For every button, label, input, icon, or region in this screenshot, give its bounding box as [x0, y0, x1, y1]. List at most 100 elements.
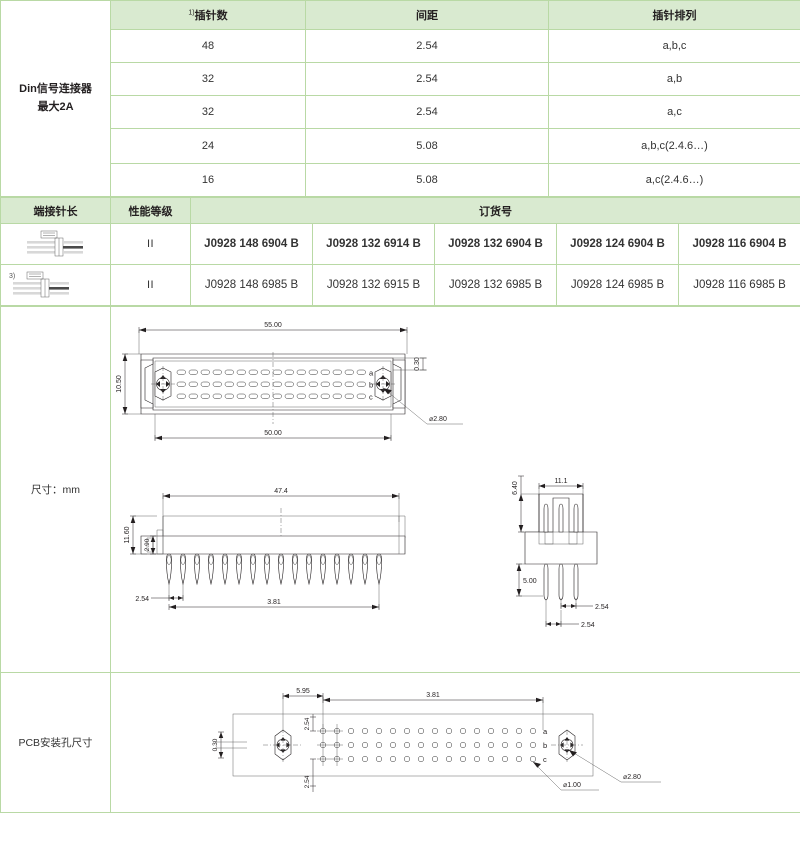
table-row: 32 2.54 a,b — [1, 62, 800, 96]
dimension-drawings-table: 尺寸：mm 55.00 — [0, 306, 800, 813]
spec-arrangement: a,b — [548, 62, 800, 96]
order-number: J0928 148 6985 B — [190, 264, 313, 306]
svg-text:2.90: 2.90 — [144, 538, 151, 551]
order-table: 端接针长 性能等级 订货号 — [0, 197, 800, 306]
spec-header-arrangement: 插针排列 — [548, 0, 800, 30]
table-row: 32 2.54 a,c — [1, 95, 800, 129]
spec-arrangement: a,c(2.4.6…) — [548, 163, 800, 197]
pin-row-a — [176, 369, 366, 375]
svg-text:3.81: 3.81 — [426, 692, 440, 699]
pcb-section: PCB安装孔尺寸 5.95 — [0, 672, 800, 813]
spec-pins: 32 — [110, 62, 306, 96]
spec-pins: 16 — [110, 163, 306, 197]
order-number: J0928 124 6904 B — [556, 223, 679, 265]
svg-text:2.54: 2.54 — [595, 604, 609, 611]
top-view-drawing: 55.00 — [116, 322, 463, 441]
spec-table: Din信号连接器 最大2A 1)插针数 间距 插针排列 48 2.54 a,b,… — [0, 0, 800, 197]
pcb-label: PCB安装孔尺寸 — [0, 672, 111, 813]
order-number: J0928 116 6985 B — [677, 264, 800, 306]
svg-text:2.54: 2.54 — [135, 596, 149, 603]
spec-row-label: Din信号连接器 最大2A — [0, 0, 111, 197]
pin-length-cell — [0, 223, 111, 265]
pcb-row-letter-c: c — [543, 755, 547, 764]
svg-text:2.54: 2.54 — [304, 717, 311, 730]
dimensions-section: 尺寸：mm 55.00 — [0, 306, 800, 673]
pin-length-cell: 3) — [0, 264, 111, 306]
svg-text:50.00: 50.00 — [264, 430, 282, 437]
svg-text:5.00: 5.00 — [523, 578, 537, 585]
svg-text:5.95: 5.95 — [296, 688, 310, 695]
table-row: 16 5.08 a,c(2.4.6…) — [1, 163, 800, 197]
svg-text:3.81: 3.81 — [267, 599, 281, 606]
spec-pins: 48 — [110, 29, 306, 63]
pin-length-schematic-icon — [1, 228, 110, 260]
spec-row-label-line2: 最大2A — [37, 100, 74, 113]
table-row: 48 2.54 a,b,c — [1, 29, 800, 63]
footnote-marker-1: 1) — [188, 9, 195, 17]
pcb-drawing: 5.95 3.81 — [110, 672, 800, 813]
spec-pins: 32 — [110, 95, 306, 129]
order-header-row: 端接针长 性能等级 订货号 — [0, 197, 800, 224]
performance-grade: II — [110, 223, 191, 265]
pad-dia-callout: ⌀1.00 — [563, 782, 581, 789]
pin-row-b — [176, 381, 366, 387]
pin-row-c — [176, 393, 366, 399]
order-number: J0928 132 6915 B — [312, 264, 435, 306]
svg-text:47.4: 47.4 — [274, 488, 288, 495]
pcb-pad-row-a — [319, 727, 537, 734]
order-header-order-no: 订货号 — [189, 197, 800, 224]
svg-text:6.40: 6.40 — [512, 481, 519, 495]
spec-pitch: 2.54 — [305, 95, 549, 129]
spec-header-pitch: 间距 — [305, 0, 549, 30]
footnote-marker-3: 3) — [9, 273, 16, 280]
side-view-pins — [166, 553, 382, 585]
row-letter-c: c — [369, 392, 373, 401]
spec-pitch: 2.54 — [305, 62, 549, 96]
svg-text:2.54: 2.54 — [304, 775, 311, 788]
spec-pitch: 5.08 — [305, 163, 549, 197]
pcb-pad-row-b — [319, 741, 537, 748]
spec-pins: 24 — [110, 128, 306, 164]
spec-arrangement: a,c — [548, 95, 800, 129]
svg-text:10.50: 10.50 — [116, 375, 123, 393]
spec-header-row: Din信号连接器 最大2A 1)插针数 间距 插针排列 — [0, 0, 800, 197]
row-letter-a: a — [369, 368, 374, 377]
order-number: J0928 132 6904 B — [434, 223, 557, 265]
mount-dia-callout: ⌀2.80 — [623, 774, 641, 781]
hole-dia-callout: ⌀2.80 — [429, 416, 447, 423]
pin-length-schematic-icon — [1, 269, 110, 301]
svg-text:11.60: 11.60 — [124, 526, 131, 543]
side-view-drawing: 47.4 — [124, 488, 406, 610]
pcb-row-letter-b: b — [543, 741, 547, 750]
spec-arrangement: a,b,c(2.4.6…) — [548, 128, 800, 164]
svg-text:2.54: 2.54 — [581, 622, 595, 629]
spec-arrangement: a,b,c — [548, 29, 800, 63]
order-number: J0928 124 6985 B — [556, 264, 679, 306]
spec-header-pins-label: 插针数 — [194, 10, 228, 22]
table-row: II J0928 148 6904 B J0928 132 6914 B J09… — [0, 223, 800, 265]
spec-pitch: 5.08 — [305, 128, 549, 164]
table-row: 24 5.08 a,b,c(2.4.6…) — [1, 128, 800, 164]
order-header-grade: 性能等级 — [110, 197, 191, 224]
row-letter-b: b — [369, 380, 373, 389]
order-number: J0928 148 6904 B — [190, 223, 313, 265]
order-header-pin-length: 端接针长 — [0, 197, 111, 224]
svg-text:11.1: 11.1 — [554, 478, 567, 485]
svg-text:55.00: 55.00 — [264, 322, 282, 329]
pcb-drawing-svg: 5.95 3.81 — [212, 688, 661, 792]
svg-text:0.30: 0.30 — [212, 738, 219, 751]
spec-pitch: 2.54 — [305, 29, 549, 63]
spec-row-label-line1: Din信号连接器 — [19, 82, 92, 95]
pcb-row-letter-a: a — [543, 727, 548, 736]
order-number: J0928 116 6904 B — [677, 223, 800, 265]
spec-header-pins: 1)插针数 — [110, 0, 306, 30]
technical-drawing-svg: 55.00 — [116, 322, 609, 629]
table-row: 3) — [0, 264, 800, 306]
order-number: J0928 132 6985 B — [434, 264, 557, 306]
svg-text:0.30: 0.30 — [414, 357, 421, 371]
order-number: J0928 132 6914 B — [312, 223, 435, 265]
performance-grade: II — [110, 264, 191, 306]
dimensions-label: 尺寸：mm — [0, 306, 111, 673]
dimension-drawings: 55.00 — [110, 306, 800, 673]
